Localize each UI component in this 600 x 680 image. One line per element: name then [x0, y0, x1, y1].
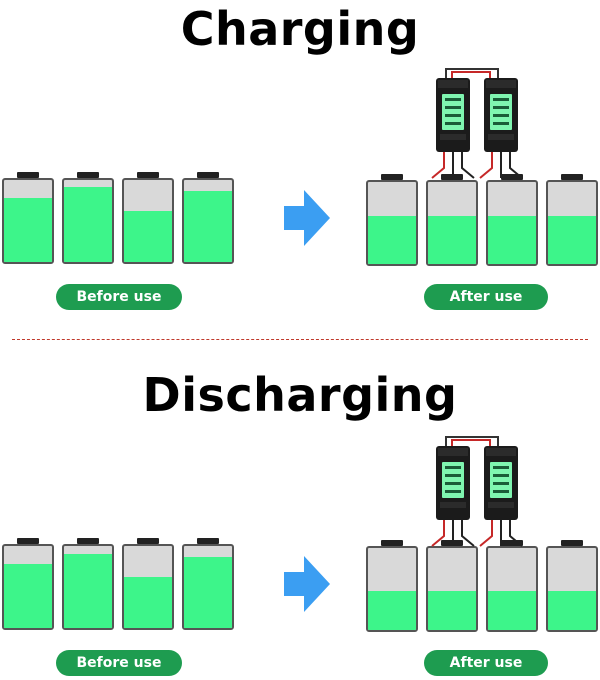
lcd-line [493, 482, 509, 485]
lcd-line [493, 98, 509, 101]
module-header [438, 80, 468, 88]
button-strip [488, 502, 514, 508]
battery-charge-level [184, 191, 232, 262]
lcd-screen [490, 94, 512, 130]
lcd-line [493, 466, 509, 469]
battery-after-4 [546, 180, 598, 266]
battery-terminal [561, 174, 583, 180]
right-arrow-icon [284, 556, 330, 612]
battery-charge-level [548, 216, 596, 264]
battery-charge-level [488, 591, 536, 630]
battery-terminal [77, 172, 99, 178]
module-header [438, 448, 468, 456]
battery-before-2 [62, 178, 114, 264]
battery-charge-level [4, 564, 52, 628]
battery-before-1 [2, 178, 54, 264]
battery-balancer-device-icon [431, 436, 523, 547]
battery-terminal [561, 540, 583, 546]
battery-terminal [17, 172, 39, 178]
button-strip [440, 502, 466, 508]
module-header [486, 448, 516, 456]
battery-after-3 [486, 546, 538, 632]
battery-terminal [197, 538, 219, 544]
lcd-screen [442, 462, 464, 498]
battery-terminal [17, 538, 39, 544]
battery-balancer-device-icon [431, 68, 523, 179]
battery-after-1 [366, 546, 418, 632]
battery-charge-level [184, 557, 232, 628]
lcd-line [445, 474, 461, 477]
battery-terminal [137, 538, 159, 544]
lcd-line [445, 482, 461, 485]
lcd-line [493, 114, 509, 117]
battery-wire [509, 520, 523, 547]
battery-wire [509, 152, 523, 179]
battery-wire [479, 152, 493, 179]
lcd-screen [442, 94, 464, 130]
battery-charge-level [64, 187, 112, 262]
battery-charge-level [124, 577, 172, 628]
battery-before-2 [62, 544, 114, 630]
battery-terminal [501, 540, 523, 546]
battery-terminal [197, 172, 219, 178]
before-use-label: Before use [56, 284, 182, 310]
top-wire [451, 71, 491, 80]
lcd-line [493, 490, 509, 493]
after-use-label: After use [424, 284, 548, 310]
battery-terminal [137, 172, 159, 178]
battery-after-2 [426, 546, 478, 632]
battery-after-1 [366, 180, 418, 266]
battery-after-3 [486, 180, 538, 266]
battery-before-3 [122, 544, 174, 630]
battery-charge-level [488, 216, 536, 264]
lcd-line [445, 114, 461, 117]
battery-before-3 [122, 178, 174, 264]
battery-terminal [77, 538, 99, 544]
battery-terminal [381, 540, 403, 546]
after-use-label: After use [424, 650, 548, 676]
discharging-title: Discharging [142, 368, 458, 422]
right-arrow-icon [284, 190, 330, 246]
button-strip [488, 134, 514, 140]
section-divider [12, 339, 588, 340]
battery-after-2 [426, 180, 478, 266]
battery-before-4 [182, 544, 234, 630]
battery-charge-level [428, 591, 476, 630]
battery-before-1 [2, 544, 54, 630]
top-wire [451, 439, 491, 448]
lcd-line [493, 122, 509, 125]
lcd-line [445, 98, 461, 101]
battery-wire [461, 152, 475, 179]
button-strip [440, 134, 466, 140]
lcd-line [493, 474, 509, 477]
charging-title: Charging [180, 2, 420, 56]
battery-wire [461, 520, 475, 547]
battery-before-4 [182, 178, 234, 264]
battery-charge-level [4, 198, 52, 262]
module-header [486, 80, 516, 88]
battery-charge-level [64, 554, 112, 628]
lcd-line [445, 466, 461, 469]
battery-charge-level [368, 591, 416, 630]
battery-charge-level [368, 216, 416, 264]
battery-charge-level [548, 591, 596, 630]
battery-after-4 [546, 546, 598, 632]
battery-wire [431, 152, 445, 179]
battery-charge-level [124, 211, 172, 262]
lcd-line [445, 490, 461, 493]
battery-terminal [501, 174, 523, 180]
battery-wire [431, 520, 445, 547]
lcd-line [445, 106, 461, 109]
lcd-line [445, 122, 461, 125]
top-wire [445, 436, 499, 448]
lcd-screen [490, 462, 512, 498]
battery-wire [479, 520, 493, 547]
lcd-line [493, 106, 509, 109]
battery-charge-level [428, 216, 476, 264]
before-use-label: Before use [56, 650, 182, 676]
battery-terminal [381, 174, 403, 180]
top-wire [445, 68, 499, 80]
